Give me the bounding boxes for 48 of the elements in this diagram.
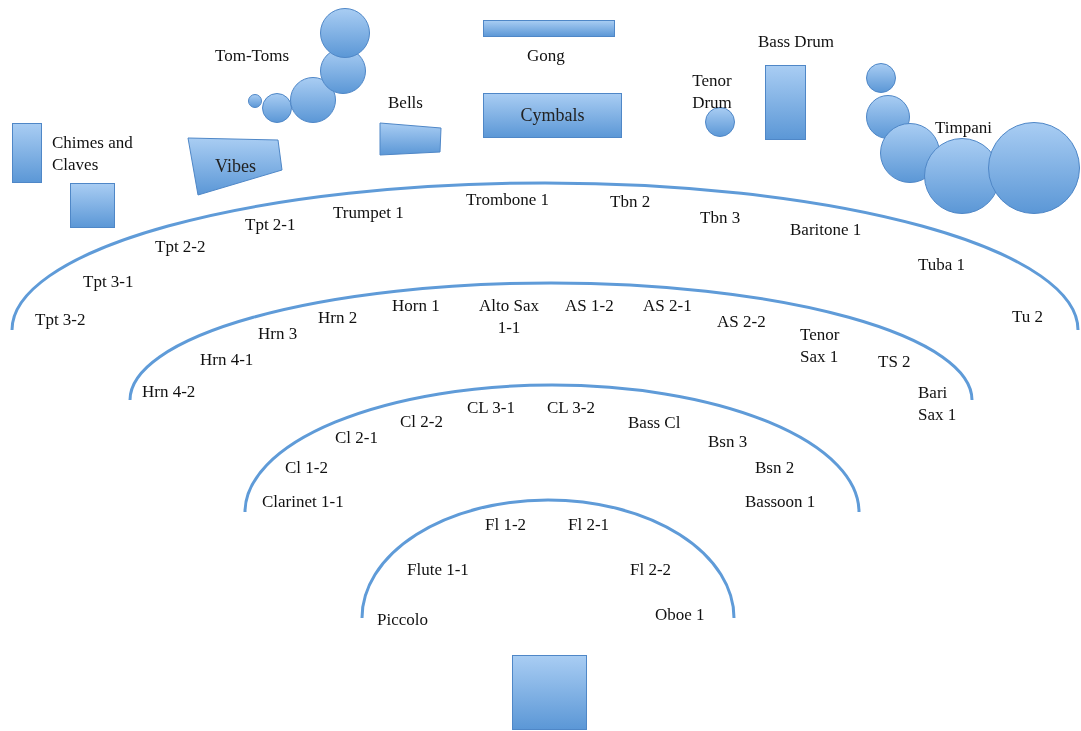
seat-label: Tpt 2-1: [245, 214, 296, 236]
seat-label: Cl 2-2: [400, 411, 443, 433]
seat-label: Flute 1-1: [407, 559, 469, 581]
seat-label: CL 3-1: [467, 397, 515, 419]
instrument-label: Tom-Toms: [215, 45, 290, 67]
seat-label: Bass Cl: [628, 412, 681, 434]
instrument-label: Chimes and Claves: [52, 132, 134, 176]
instrument-label: Gong: [527, 45, 565, 67]
seat-label: Tu 2: [1012, 306, 1044, 328]
seat-label: Tpt 2-2: [155, 236, 206, 258]
instrument-label: Cymbals: [520, 105, 585, 126]
seat-label: Tbn 2: [610, 191, 651, 213]
seat-label: Tenor Sax 1: [800, 324, 841, 368]
seat-label: Tuba 1: [918, 254, 966, 276]
seat-label: Bsn 3: [708, 431, 748, 453]
instrument-label: Vibes: [215, 156, 256, 177]
seat-label: Oboe 1: [655, 604, 705, 626]
seat-label: Horn 1: [392, 295, 440, 317]
seat-label: Hrn 4-2: [142, 381, 196, 403]
seat-label: Fl 2-1: [568, 514, 610, 536]
seat-label: CL 3-2: [547, 397, 595, 419]
seat-label: AS 2-1: [643, 295, 692, 317]
seat-label: Clarinet 1-1: [262, 491, 344, 513]
seat-label: Piccolo: [377, 609, 428, 631]
seat-label: Fl 2-2: [630, 559, 672, 581]
instrument-label: Bells: [388, 92, 423, 114]
seat-label: Tbn 3: [700, 207, 741, 229]
seat-label: Tpt 3-1: [83, 271, 134, 293]
seat-label: Bassoon 1: [745, 491, 816, 513]
seat-label: Baritone 1: [790, 219, 862, 241]
seat-label: Cl 1-2: [285, 457, 328, 479]
instrument-label: Bass Drum: [758, 31, 835, 53]
seat-label: Alto Sax 1-1: [478, 295, 540, 339]
seat-label: Bsn 2: [755, 457, 795, 479]
seat-label: Fl 1-2: [485, 514, 527, 536]
seat-label: AS 1-2: [565, 295, 614, 317]
seat-label: Hrn 3: [258, 323, 298, 345]
seat-label: Hrn 4-1: [200, 349, 254, 371]
seat-label: TS 2: [878, 351, 911, 373]
instrument-label: Timpani: [935, 117, 992, 139]
seat-label: Tpt 3-2: [35, 309, 86, 331]
seat-label: Cl 2-1: [335, 427, 378, 449]
seat-label: Bari Sax 1: [918, 382, 958, 426]
seat-label: Trombone 1: [466, 189, 549, 211]
seat-label: AS 2-2: [717, 311, 766, 333]
seat-label: Hrn 2: [318, 307, 358, 329]
instrument-label: Tenor Drum: [691, 70, 733, 114]
seat-label: Trumpet 1: [333, 202, 404, 224]
